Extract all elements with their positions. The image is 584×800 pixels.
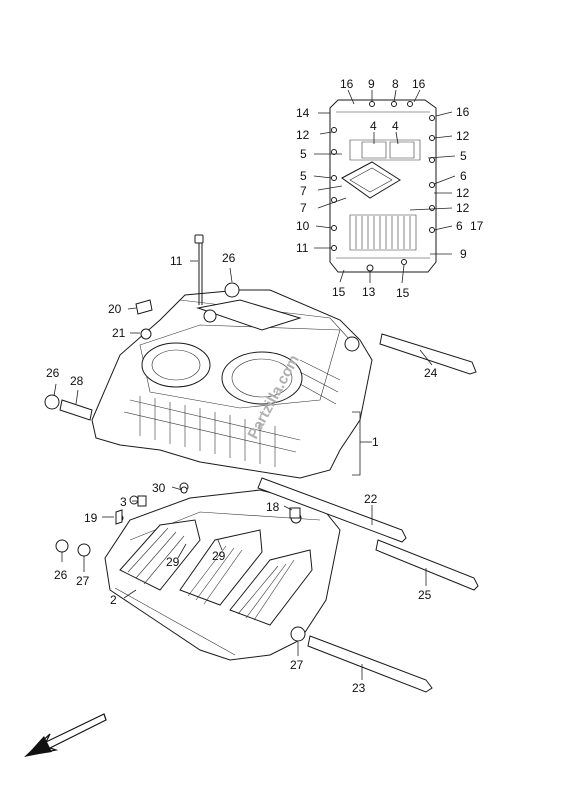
- upper-crankcase: Partzilla.com: [44, 282, 373, 479]
- callout-1: 1: [372, 435, 379, 449]
- callout-15: 15: [332, 285, 346, 299]
- callout-5: 5: [300, 169, 307, 183]
- callout-12: 12: [456, 186, 470, 200]
- callout-24: 24: [424, 366, 438, 380]
- callout-26: 26: [46, 366, 60, 380]
- callout-6: 6: [456, 219, 463, 233]
- callout-11: 11: [296, 241, 309, 255]
- lower-crankcase: [55, 482, 341, 661]
- callout-29: 29: [212, 549, 226, 563]
- callout-13: 13: [362, 285, 376, 299]
- callout-30: 30: [152, 481, 166, 495]
- callout-26: 26: [222, 251, 236, 265]
- callout-16: 16: [456, 105, 470, 119]
- callout-9: 9: [460, 247, 467, 261]
- callout-9: 9: [368, 77, 375, 91]
- callout-11: 11: [170, 254, 183, 268]
- front-arrow-icon: [24, 713, 107, 758]
- callout-15: 15: [396, 286, 410, 300]
- callout-27: 27: [290, 658, 304, 672]
- callout-4: 4: [392, 119, 399, 133]
- callout-14: 14: [296, 106, 310, 120]
- callout-23: 23: [352, 681, 366, 695]
- callout-7: 7: [300, 201, 307, 215]
- callout-12: 12: [296, 128, 310, 142]
- callout-6: 6: [460, 169, 467, 183]
- callout-7: 7: [300, 184, 307, 198]
- bolts: [59, 234, 479, 693]
- callout-2: 2: [110, 593, 117, 607]
- callout-4: 4: [370, 119, 377, 133]
- callout-10: 10: [296, 219, 310, 233]
- callout-19: 19: [84, 511, 98, 525]
- callout-20: 20: [108, 302, 122, 316]
- callout-12: 12: [456, 129, 470, 143]
- main-leaders: [53, 260, 433, 680]
- callout-16: 16: [412, 77, 426, 91]
- callout-21: 21: [112, 326, 126, 340]
- callout-12: 12: [456, 201, 470, 215]
- callout-3: 3: [120, 495, 127, 509]
- callout-labels: 16 9 8 16 14 16 4 4 12 12 5 5 5 6 7 12 7…: [46, 77, 484, 695]
- callout-5: 5: [300, 147, 307, 161]
- callout-8: 8: [392, 77, 399, 91]
- callout-22: 22: [364, 492, 378, 506]
- callout-16: 16: [340, 77, 354, 91]
- callout-29: 29: [166, 555, 180, 569]
- callout-25: 25: [418, 588, 432, 602]
- callout-18: 18: [266, 500, 280, 514]
- callout-5: 5: [460, 149, 467, 163]
- oil-pan-leaders: [313, 89, 456, 284]
- callout-17: 17: [470, 219, 484, 233]
- oil-pan-assembly: [329, 99, 437, 273]
- callout-28: 28: [70, 374, 84, 388]
- callout-27: 27: [76, 574, 90, 588]
- callout-26: 26: [54, 568, 68, 582]
